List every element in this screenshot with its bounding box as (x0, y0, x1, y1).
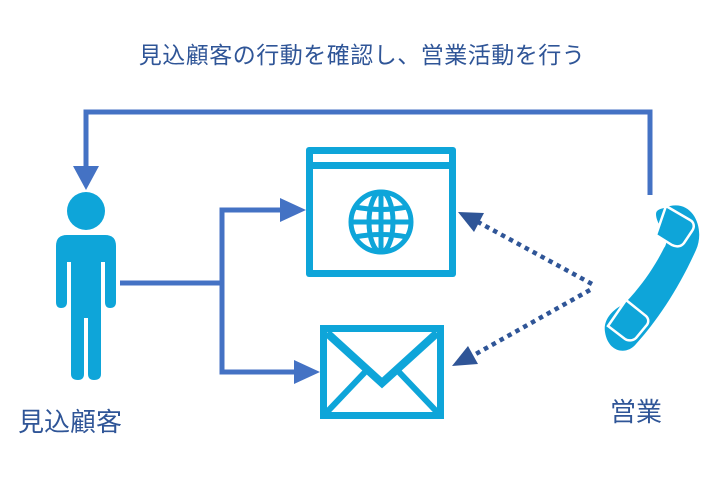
feedback-arrow (73, 109, 653, 195)
sales-label: 営業 (610, 398, 663, 428)
telephone-handset-icon (604, 204, 700, 351)
envelope-icon (320, 325, 444, 419)
prospect-branch-arrows (120, 198, 320, 384)
prospect-label: 見込顧客 (18, 408, 123, 438)
sales-dotted-arrows (452, 212, 594, 366)
diagram-title: 見込顧客の行動を確認し、営業活動を行う (138, 43, 586, 69)
browser-globe-icon (306, 147, 456, 277)
person-icon (56, 192, 116, 380)
globe-icon (348, 189, 414, 255)
